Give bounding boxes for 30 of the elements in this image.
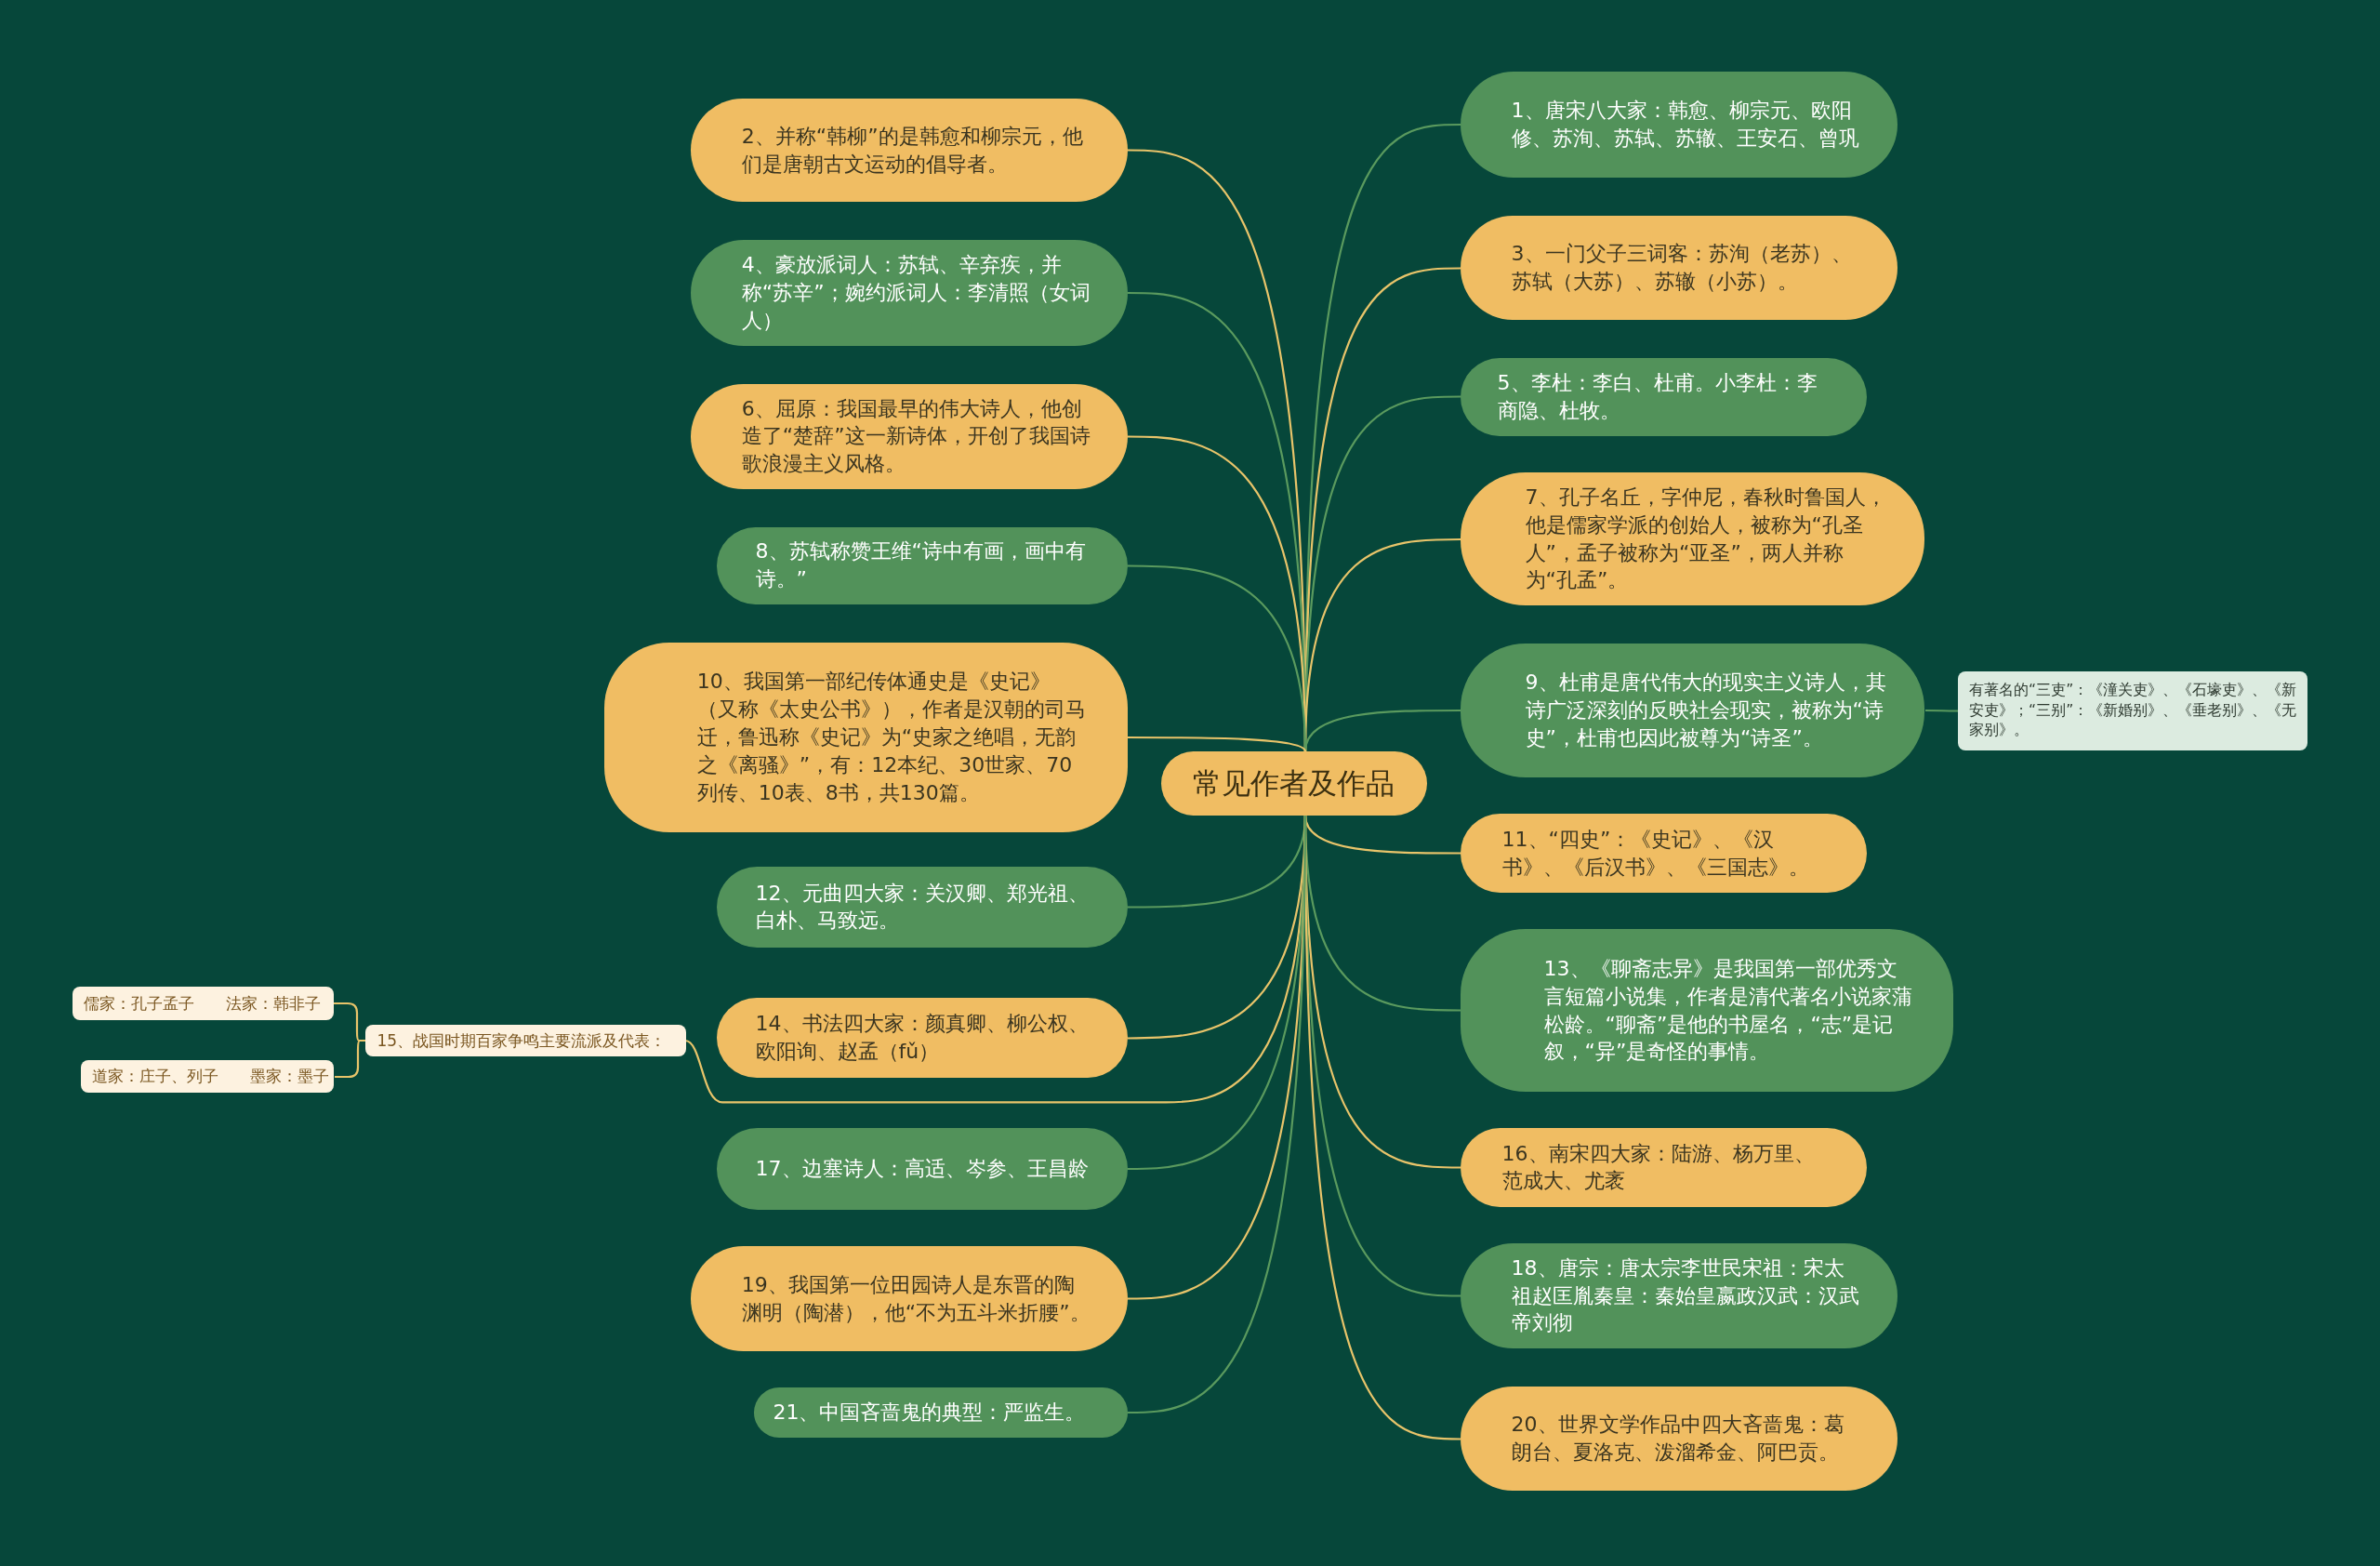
topic-box: 7、孔子名丘，字仲尼，春秋时鲁国人，他是儒家学派的创始人，被称为“孔圣人”，孟子被称为“亚圣”，两人并称为“孔孟”。	[1460, 471, 1925, 606]
topic-box: 1、唐宋八大家：韩愈、柳宗元、欧阳修、苏洵、苏轼、苏辙、王安石、曾巩	[1460, 71, 1897, 178]
topic-box: 19、我国第一位田园诗人是东晋的陶渊明（陶潜），他“不为五斗米折腰”。	[690, 1246, 1129, 1352]
topic-box: 3、一门父子三词客：苏洵（老苏）、苏轼（大苏）、苏辙（小苏）。	[1460, 215, 1897, 321]
topic-box: 2、并称“韩柳”的是韩愈和柳宗元，他们是唐朝古文运动的倡导者。	[690, 99, 1129, 203]
note-box: 有著名的“三吏”：《潼关吏》、《石壕吏》、《新安吏》；“三别”：《新婚别》、《垂老别》、《无家别》。	[1958, 670, 2307, 750]
topic-box: 9、杜甫是唐代伟大的现实主义诗人，其诗广泛深刻的反映社会现实，被称为“诗史”，杜甫也因此被尊为“诗圣”。	[1460, 644, 1925, 777]
topic-box: 14、书法四大家：颜真卿、柳公权、欧阳询、赵孟（fǔ）	[716, 997, 1129, 1079]
topic-box: 17、边塞诗人：高适、岑参、王昌龄	[716, 1128, 1129, 1211]
topic-box: 12、元曲四大家：关汉卿、郑光祖、白朴、马致远。	[716, 867, 1129, 948]
connector-line	[1303, 709, 1461, 752]
topic-box: 11、“四史”：《史记》、《汉书》、《后汉书》、《三国志》。	[1460, 814, 1868, 893]
topic-box: 21、中国吝啬鬼的典型：严监生。	[754, 1387, 1129, 1439]
topic-box: 13、《聊斋志异》是我国第一部优秀文言短篇小说集，作者是清代著名小说家蒲松龄。“聊斋”是他的书屋名，“志”是记叙，“异”是奇怪的事情。	[1460, 929, 1954, 1092]
central-topic-box: 常见作者及作品	[1160, 751, 1427, 816]
topic-box: 18、唐宗：唐太宗李世民宋祖：宋太祖赵匡胤秦皇：秦始皇嬴政汉武：汉武帝刘彻	[1460, 1243, 1897, 1348]
connector-line	[335, 1039, 365, 1079]
topic-box: 6、屈原：我国最早的伟大诗人，他创造了“楚辞”这一新诗体，开创了我国诗歌浪漫主义风格。	[690, 384, 1129, 489]
connector-line	[1127, 816, 1307, 1414]
topic-box: 8、苏轼称赞王维“诗中有画，画中有诗。”	[716, 526, 1129, 604]
topic-box: 20、世界文学作品中四大吝啬鬼：葛朗台、夏洛克、泼溜希金、阿巴贡。	[1460, 1386, 1897, 1492]
subtopic-box: 儒家：孔子孟子 法家：韩非子	[73, 987, 335, 1021]
connector-line	[1128, 736, 1306, 752]
connector-line	[1925, 709, 1958, 712]
topic-box: 5、李杜：李白、杜甫。小李杜：李商隐、杜牧。	[1460, 358, 1868, 436]
topic-box: 4、豪放派词人：苏轼、辛弃疾，并称“苏辛”；婉约派词人：李清照（女词人）	[690, 239, 1129, 347]
subtopic-box: 道家：庄子、列子 墨家：墨子	[80, 1059, 335, 1094]
subtopic-box: 15、战国时期百家争鸣主要流派及代表：	[365, 1025, 686, 1057]
topic-box: 16、南宋四大家：陆游、杨万里、范成大、尤袤	[1460, 1128, 1868, 1207]
topic-box: 10、我国第一部纪传体通史是《史记》（又称《太史公书》），作者是汉朝的司马迁，鲁迅称《史记》为“史家之绝唱，无韵之《离骚》”，有：12本纪、30世家、70列传、10表、8书，共130篇。	[603, 642, 1129, 832]
